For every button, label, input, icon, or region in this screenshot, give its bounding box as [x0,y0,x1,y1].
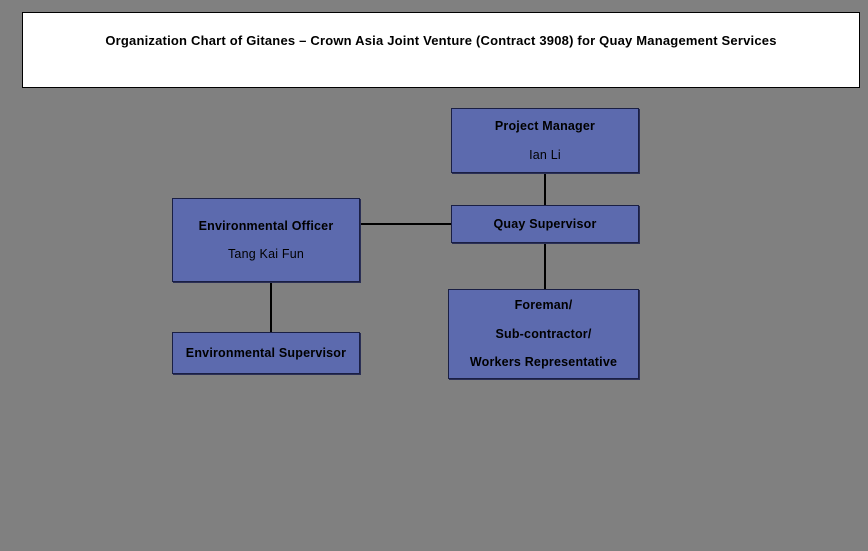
org-node-environmental-supervisor[interactable]: Environmental Supervisor [172,332,360,374]
org-node-project-manager[interactable]: Project Manager Ian Li [451,108,639,173]
org-node-role-label-line-1: Foreman/ [514,298,573,313]
connector-environmental-officer-to-quay-supervisor [359,223,452,225]
connector-environmental-officer-to-environmental-supervisor [270,281,272,333]
org-node-quay-supervisor[interactable]: Quay Supervisor [451,205,639,243]
connector-project-manager-to-quay-supervisor [544,173,546,206]
org-node-role-label: Quay Supervisor [493,216,597,231]
connector-quay-supervisor-to-foreman [544,242,546,290]
org-node-role-label: Project Manager [494,119,596,134]
chart-title-box: Organization Chart of Gitanes – Crown As… [22,12,860,88]
org-node-role-label-line-2: Sub-contractor/ [495,326,592,341]
org-node-foreman[interactable]: Foreman/ Sub-contractor/ Workers Represe… [448,289,639,379]
chart-title-text: Organization Chart of Gitanes – Crown As… [105,33,777,48]
org-node-role-label-line-3: Workers Representative [469,355,618,370]
org-node-environmental-officer[interactable]: Environmental Officer Tang Kai Fun [172,198,360,282]
org-node-role-label: Environmental Supervisor [185,345,347,360]
org-node-person-name: Ian Li [529,147,561,162]
org-node-role-label: Environmental Officer [198,218,334,233]
org-node-person-name: Tang Kai Fun [227,247,305,261]
